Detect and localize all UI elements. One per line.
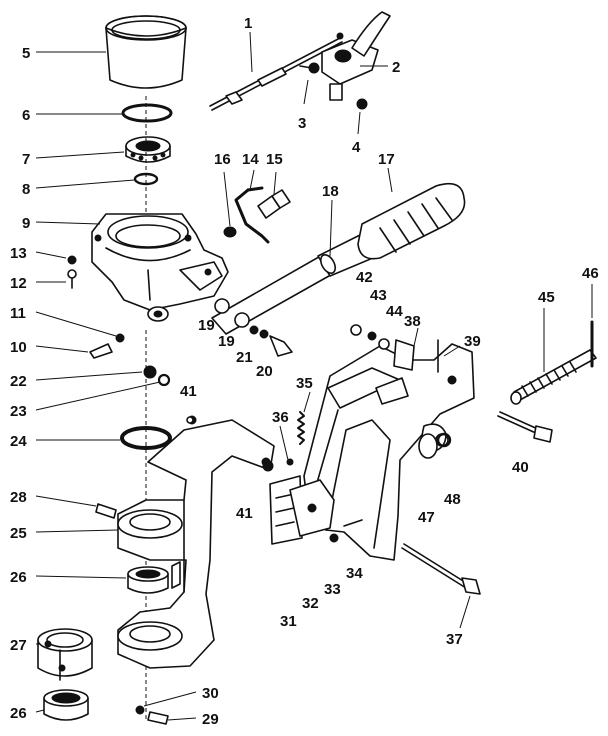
callout-25: 25 <box>10 525 27 542</box>
part-washer-11 <box>115 333 125 343</box>
part-frame <box>303 339 475 561</box>
part-main-arm <box>117 415 275 669</box>
callout-36: 36 <box>272 409 289 426</box>
callout-41a: 41 <box>180 383 197 400</box>
callout-23: 23 <box>10 403 27 420</box>
part-nut-42 <box>350 324 362 336</box>
callout-15: 15 <box>266 151 283 168</box>
part-split-collar <box>37 628 93 681</box>
callout-46: 46 <box>582 265 599 282</box>
part-ring-44 <box>378 338 390 350</box>
part-bolt-40 <box>497 411 553 443</box>
callout-45: 45 <box>538 289 555 306</box>
part-pin-36 <box>286 458 294 466</box>
callout-28: 28 <box>10 489 27 506</box>
callout-39: 39 <box>464 333 481 350</box>
part-ring-23 <box>157 373 171 387</box>
part-washer-41a <box>186 416 194 424</box>
callout-12: 12 <box>10 275 27 292</box>
part-nut-13 <box>67 255 77 265</box>
callout-47: 47 <box>418 509 435 526</box>
leader-lines <box>35 31 593 721</box>
part-bushing-lower <box>43 689 89 721</box>
callout-30: 30 <box>202 685 219 702</box>
part-screw-34 <box>343 519 363 527</box>
callout-20: 20 <box>256 363 273 380</box>
callout-26a: 26 <box>10 569 27 586</box>
callout-5: 5 <box>22 45 30 62</box>
callout-21: 21 <box>236 349 253 366</box>
callout-labels: 1 2 3 4 5 6 7 8 9 10 11 12 13 14 15 16 1… <box>10 15 599 728</box>
callout-33: 33 <box>324 581 341 598</box>
part-head-housing <box>91 213 229 322</box>
callout-2: 2 <box>392 59 400 76</box>
part-nut-16 <box>223 226 237 238</box>
callout-37: 37 <box>446 631 463 648</box>
part-cap <box>105 15 187 89</box>
callout-35: 35 <box>296 375 313 392</box>
callout-4: 4 <box>352 139 361 156</box>
callout-9: 9 <box>22 215 30 232</box>
part-screw-29 <box>147 711 169 725</box>
part-ball-22 <box>143 365 157 379</box>
part-lever-assembly <box>299 11 391 110</box>
callout-1: 1 <box>244 15 252 32</box>
part-screw-28 <box>95 503 117 519</box>
part-bearing <box>125 136 171 163</box>
part-linkage-rod <box>209 32 344 111</box>
callout-48: 48 <box>444 491 461 508</box>
callout-22: 22 <box>10 373 27 390</box>
callout-24: 24 <box>10 433 27 450</box>
callout-19b: 19 <box>218 333 235 350</box>
callout-3: 3 <box>298 115 306 132</box>
part-washer-41b <box>262 460 274 472</box>
callout-29: 29 <box>202 711 219 728</box>
callout-18: 18 <box>322 183 339 200</box>
part-threaded-rod <box>510 349 597 405</box>
callout-27: 27 <box>10 637 27 654</box>
part-latch-block <box>289 479 335 537</box>
callout-13: 13 <box>10 245 27 262</box>
part-bushing-47 <box>418 433 438 459</box>
part-screw-12 <box>67 269 77 289</box>
callout-43: 43 <box>370 287 387 304</box>
part-handle-shaft <box>211 182 466 335</box>
callout-7: 7 <box>22 151 30 168</box>
callout-11: 11 <box>10 305 26 322</box>
callout-8: 8 <box>22 181 30 198</box>
part-knob <box>257 189 291 219</box>
callout-16: 16 <box>214 151 231 168</box>
callout-14: 14 <box>242 151 259 168</box>
callout-44: 44 <box>386 303 403 320</box>
part-washer-43 <box>367 331 377 341</box>
part-washer-30 <box>135 705 145 715</box>
part-oring-lower <box>120 426 172 450</box>
callout-19a: 19 <box>198 317 215 334</box>
callout-40: 40 <box>512 459 529 476</box>
part-screw-20 <box>249 325 293 357</box>
part-bushing-upper <box>127 566 169 594</box>
part-washer-33 <box>329 533 339 543</box>
callout-6: 6 <box>22 107 30 124</box>
callout-42: 42 <box>356 269 373 286</box>
callout-31: 31 <box>280 613 297 630</box>
callout-17: 17 <box>378 151 395 168</box>
callout-32: 32 <box>302 595 319 612</box>
callout-41b: 41 <box>236 505 253 522</box>
callout-26b: 26 <box>10 705 27 722</box>
part-spring-35 <box>297 411 305 445</box>
callout-38: 38 <box>404 313 421 330</box>
part-screw-10 <box>89 343 113 359</box>
callout-34: 34 <box>346 565 363 582</box>
part-pin-37 <box>401 543 481 595</box>
part-ring-48 <box>436 432 452 448</box>
callout-10: 10 <box>10 339 27 356</box>
part-oring-upper <box>121 103 173 123</box>
